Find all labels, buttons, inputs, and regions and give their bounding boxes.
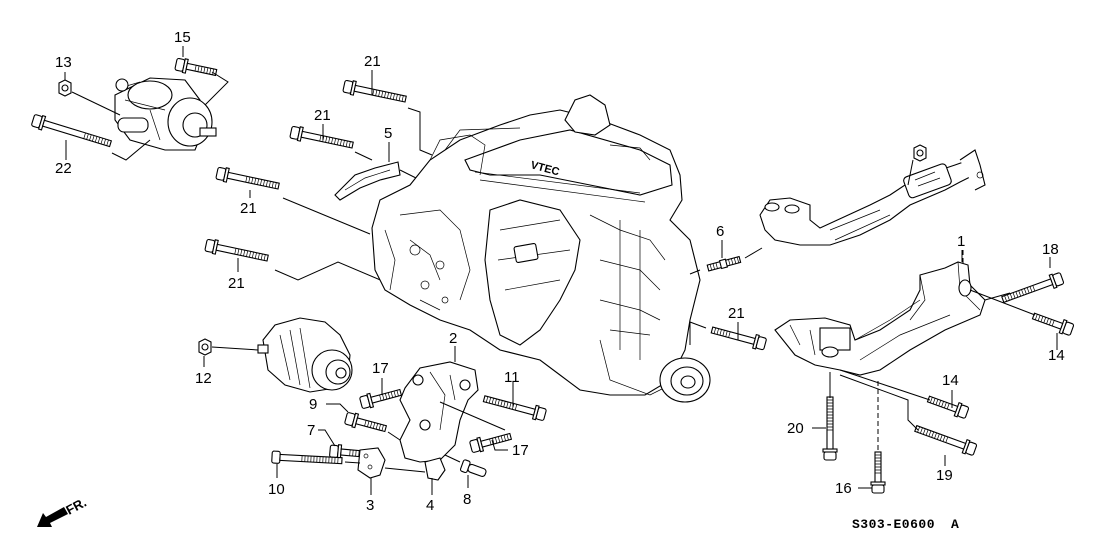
callout-14a: 14	[1048, 347, 1065, 364]
callout-22: 21	[228, 275, 245, 292]
leader-line	[111, 139, 151, 161]
callout-2: 2	[449, 330, 457, 347]
callout-21a: 21	[364, 53, 381, 70]
exhaust-pipe	[759, 149, 986, 246]
bolt-16	[173, 56, 219, 80]
leader-line	[744, 247, 763, 259]
bolt-15	[870, 451, 886, 494]
leader-line	[439, 401, 506, 431]
leader-line	[984, 292, 1011, 301]
bolt-21c	[214, 165, 281, 194]
bolt-22	[203, 237, 270, 266]
bolt-21a	[341, 78, 408, 107]
nut-12	[198, 338, 212, 356]
callout-17a: 18	[1042, 241, 1059, 258]
leader-line	[326, 403, 349, 413]
bolt-11	[481, 391, 548, 423]
leader-line	[274, 261, 386, 283]
leader-line	[689, 269, 701, 275]
alternator	[257, 317, 353, 393]
callout-6: 6	[716, 223, 724, 240]
leader-line	[407, 107, 433, 156]
callout-18: 17	[512, 442, 529, 459]
callout-23: 22	[55, 160, 72, 177]
callout-15: 16	[835, 480, 852, 497]
bolt-17a	[999, 270, 1065, 307]
leader-line	[384, 467, 426, 473]
bolt-17b	[912, 421, 978, 458]
front-arrow-icon	[37, 507, 68, 527]
adjuster-plate-3	[357, 447, 386, 479]
diagram-reference-code: S303-E0600	[852, 517, 935, 532]
leader-line	[491, 439, 508, 451]
callout-10: 10	[268, 481, 285, 498]
callout-21c: 21	[240, 200, 257, 217]
callout-8: 8	[463, 491, 471, 508]
front-direction-indicator: FR.	[37, 495, 89, 527]
callout-5: 5	[384, 125, 392, 142]
leader-line	[969, 289, 1036, 316]
callout-16: 15	[174, 29, 191, 46]
callout-21b: 21	[314, 107, 331, 124]
callout-21d: 21	[728, 305, 745, 322]
leader-line	[71, 91, 121, 116]
engine-assembly: VTEC	[371, 94, 711, 403]
nut-13	[58, 79, 72, 97]
callout-20: 20	[787, 420, 804, 437]
callout-19: 17	[372, 360, 389, 377]
bolt-21d	[710, 326, 767, 351]
leader-line	[387, 431, 401, 441]
leader-line	[354, 151, 373, 161]
leader-line	[839, 374, 919, 431]
revision-mark: A	[951, 517, 959, 532]
starter-motor	[114, 77, 217, 151]
leader-line	[907, 159, 914, 186]
callout-13: 13	[55, 54, 72, 71]
callout-7: 7	[307, 422, 315, 439]
bolt-21b	[288, 124, 355, 153]
stiffener-bracket-5	[334, 161, 401, 201]
bolt-14b	[925, 391, 970, 421]
leader-line	[689, 321, 707, 345]
stud-bolt-6	[706, 255, 742, 272]
adjuster-bracket-4	[424, 457, 446, 481]
leader-line	[444, 454, 461, 463]
callout-17b: 19	[936, 467, 953, 484]
leader-line	[211, 346, 259, 351]
leader-line	[344, 461, 361, 464]
callout-11: 11	[504, 369, 520, 386]
leader-line	[204, 71, 229, 106]
bolt-14a	[1030, 308, 1075, 338]
bolt-19	[358, 385, 403, 411]
bolt-9	[343, 410, 388, 436]
callout-1: 1	[957, 233, 965, 250]
leader-line	[282, 197, 371, 235]
callout-9: 9	[309, 396, 317, 413]
leader-line	[318, 429, 336, 447]
engine-mount-bracket-1	[774, 261, 986, 376]
bolt-8	[459, 459, 487, 478]
bolt-23	[31, 114, 113, 148]
callout-3: 3	[366, 497, 374, 514]
alternator-bracket-2	[399, 361, 479, 463]
callout-14b: 14	[942, 372, 959, 389]
callout-12: 12	[195, 370, 212, 387]
bolt-10	[271, 450, 343, 465]
callout-4: 4	[426, 497, 434, 514]
exhaust-nut	[913, 144, 927, 162]
leader-line	[839, 369, 931, 401]
